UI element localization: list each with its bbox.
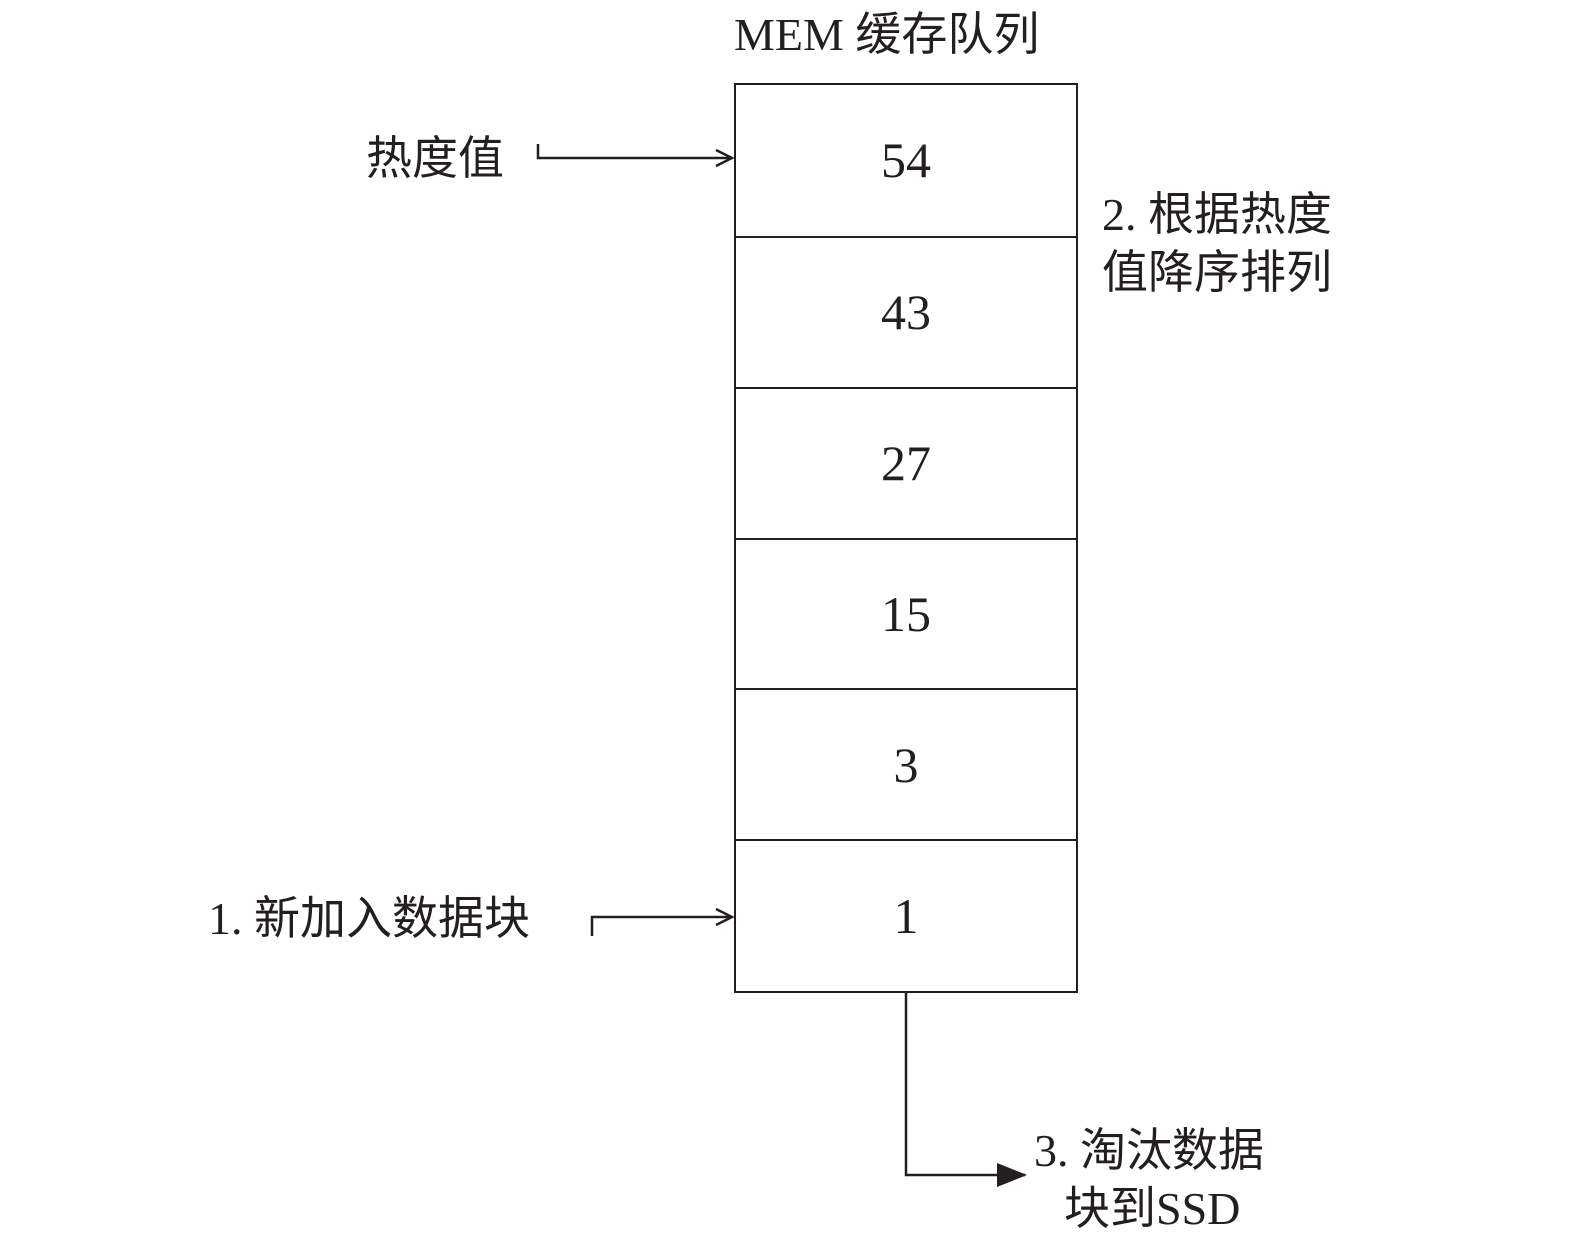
evict-arrow: [904, 993, 1027, 1187]
queue-cell: 15: [736, 537, 1076, 689]
heat-value-label: 热度值: [366, 133, 504, 184]
queue-cell: 54: [881, 132, 931, 189]
sort-step-label: 2. 根据热度 值降序排列: [1102, 186, 1332, 302]
sort-step-line-1: 2. 根据热度: [1102, 189, 1332, 240]
new-block-arrow: [590, 917, 732, 936]
evict-step-line-2: 块到SSD: [1064, 1183, 1241, 1234]
queue-cell: 3: [736, 688, 1076, 839]
queue-title: MEM 缓存队列: [734, 9, 1040, 60]
evict-step-label: 3. 淘汰数据 块到SSD: [1034, 1122, 1264, 1238]
new-block-label: 1. 新加入数据块: [208, 893, 530, 944]
queue-cell: 1: [736, 839, 1076, 990]
queue-cell: 43: [736, 235, 1076, 387]
queue-cell: 27: [736, 386, 1076, 538]
heat-value-arrow: [536, 144, 732, 158]
evict-step-line-1: 3. 淘汰数据: [1034, 1125, 1264, 1176]
sort-step-line-2: 值降序排列: [1102, 247, 1332, 298]
